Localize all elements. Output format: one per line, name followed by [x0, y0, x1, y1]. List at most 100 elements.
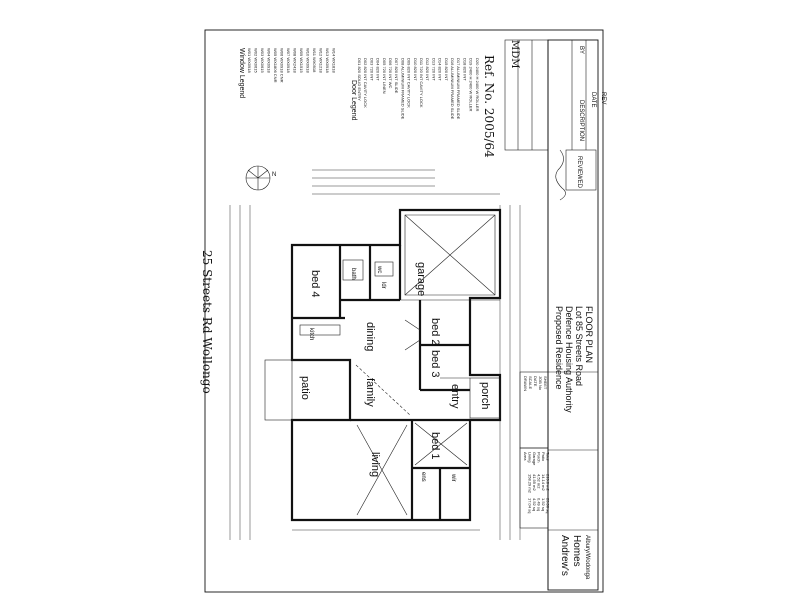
room-dining: dining: [364, 322, 376, 351]
rev-header-by: BY: [578, 46, 584, 54]
room-garage: garage: [415, 262, 427, 296]
title-field: DRAWN: [523, 376, 528, 391]
stamp-text: REVIEWED: [576, 156, 582, 189]
door-legend-item: D11 720 INT CAVITY LOCK: [419, 58, 424, 108]
door-legend-item: D05 720 INT LINEN: [382, 58, 387, 94]
rev-header-date: DATE: [590, 92, 596, 108]
room-bed3: bed 3: [429, 350, 441, 378]
window-legend-item: W11 WX0918: [312, 48, 317, 73]
title-field: SCALE: [528, 376, 533, 389]
area-label: Garage: [532, 452, 537, 466]
project-line1: Proposed Residence: [554, 306, 564, 390]
project-line2: Defence Housing Authority: [564, 306, 574, 413]
street-note: 25 Streets Rd Wollongo: [200, 250, 214, 394]
room-entry: entry: [449, 384, 461, 409]
window-legend-title: Window Legend: [238, 48, 245, 98]
area-square: 17.04 sq: [528, 498, 533, 513]
title-field: SHEET: [543, 376, 548, 390]
window-legend-item: W06 WX0918 CNR: [280, 48, 285, 83]
project-line4: FLOOR PLAN: [584, 306, 594, 363]
door-legend-item: D20 2400 H 2400 W ROLLER: [475, 58, 480, 111]
door-legend-item: D06 720 INT WC: [388, 58, 393, 88]
area-square: 1.52 sq: [541, 498, 546, 511]
area-label: Area: [523, 452, 528, 461]
area-value: 158.29 m2: [528, 474, 533, 494]
building-walls: [264, 208, 502, 522]
room-living: living: [369, 452, 381, 477]
window-legend-item: W14 WX1818: [332, 48, 337, 73]
window-legend-item: W05 WX1806 CNR: [273, 48, 278, 83]
door-legend-item: D14 820 INT: [438, 58, 443, 81]
north-label: N: [272, 172, 276, 178]
area-square: 0.49 sq: [537, 498, 542, 511]
area-label: Patio: [541, 452, 546, 462]
window-legend-item: W04 WX0918: [267, 48, 272, 73]
signature-scribble: [555, 149, 566, 201]
ref-number: Ref. No. 2005/64: [482, 55, 496, 158]
room-patio: patio: [299, 376, 311, 400]
project-description: Proposed Residence Defence Housing Autho…: [554, 306, 594, 413]
area-label: Porch: [537, 452, 542, 462]
door-legend-item: D13 720 INT: [431, 58, 436, 81]
area-value: 41.95 m2: [532, 474, 537, 491]
room-wir: wir: [450, 473, 456, 482]
firm-logo: MDM Ref. No. 2005/64: [482, 40, 520, 158]
window-legend-item: W01 WX0918: [247, 48, 252, 73]
room-wc: wc: [376, 265, 382, 273]
door-legend-title: Door Legend: [350, 80, 357, 121]
door-legend-item: D03 720 INT: [369, 58, 374, 81]
room-ldr: ldr: [380, 282, 386, 289]
firm-name: MDM: [509, 40, 520, 69]
door-legend-item: D08 ALUMINIUM FRAMED SLIDE: [400, 58, 405, 120]
review-stamp: REVIEWED: [555, 149, 597, 201]
builder-logo: Andrew's Homes Albury/Wodonga: [559, 535, 590, 580]
project-line3: Lot 85 Streets Road: [574, 306, 584, 386]
door-legend-item: D19 2400 H 2400 W ROLLER: [469, 58, 474, 111]
door-legend-item: D01 820 SOLID ENTRY: [357, 58, 362, 101]
title-field: JOB No: [538, 376, 543, 391]
window-legend-item: W07 WX0918: [286, 48, 291, 73]
builder-name1: Andrew's: [559, 535, 570, 576]
room-ens: ens: [420, 472, 426, 482]
window-legend-item: W13 WX0918: [325, 48, 330, 73]
dimension-lines: [229, 169, 521, 540]
title-field: DATE: [533, 376, 538, 387]
builder-location: Albury/Wodonga: [584, 535, 590, 580]
north-arrow: N: [245, 165, 276, 191]
door-legend-item: D18 820 INT: [462, 58, 467, 81]
room-labels: bed 4 bath wc ldr garage bed 2 bed 3 kit…: [299, 262, 491, 482]
window-legend-item: W12 WX1218: [319, 48, 324, 73]
door-legend-item: D04 820 INT: [376, 58, 381, 81]
window-legend-item: W03 WX0615: [260, 48, 265, 73]
room-porch: porch: [479, 382, 491, 410]
door-legend-item: D10 820 INT: [413, 58, 418, 81]
room-bed1: bed 1: [429, 432, 441, 460]
room-family: family: [364, 378, 376, 407]
area-value: 14.14 m2: [541, 474, 546, 491]
door-legend-item: D12 820 INT: [425, 58, 430, 81]
door-legend-item: D17 ALUMINIUM FRAMED SLIDE: [456, 58, 461, 120]
door-legend-item: D07 820 INT SLIDE: [394, 58, 399, 94]
room-bed2: bed 2: [429, 318, 441, 346]
area-square: 4.52 sq: [532, 498, 537, 511]
room-kitchen: kitch: [308, 328, 314, 340]
door-legend-item: D15 820 INT: [444, 58, 449, 81]
builder-name2: Homes: [571, 535, 582, 567]
window-legend-item: W09 WX1515: [299, 48, 304, 73]
area-value: 4.52 m2: [537, 474, 542, 489]
door-legend-item: D02 820 INT CAVITY LOCK: [363, 58, 368, 108]
window-legend-item: W10 WX0918: [306, 48, 311, 73]
window-legend-item: W02 WX0615: [254, 48, 259, 73]
window-legend-item: W08 WX2418: [293, 48, 298, 73]
area-label: Living: [528, 452, 533, 462]
door-legend-item: D09 820 INT CAVITY LOCK: [407, 58, 412, 108]
room-bed4: bed 4: [309, 270, 321, 298]
room-bath: bath: [350, 268, 356, 280]
rev-header-rev: REV: [600, 92, 606, 104]
rev-header-desc: DESCRIPTION: [578, 100, 584, 141]
